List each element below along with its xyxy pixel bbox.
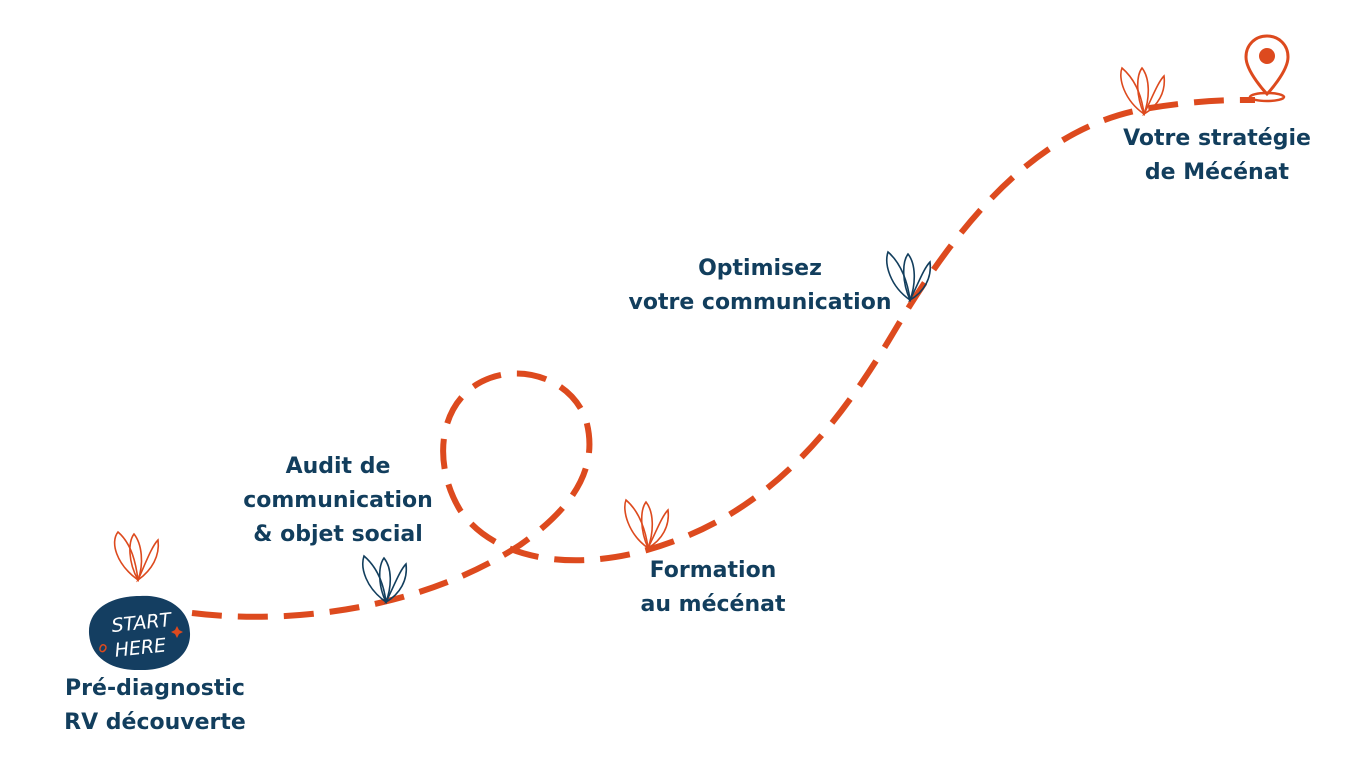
- leaf-sprout-icon: [362, 554, 408, 605]
- step-label-line: Pré-diagnostic: [65, 676, 245, 701]
- start-here-badge: START HERE: [88, 595, 191, 671]
- step-label-audit: Audit de communication & objet social: [228, 450, 448, 552]
- leaf-sprout-icon: [113, 530, 160, 583]
- journey-path: [191, 97, 1256, 620]
- step-label-line: & objet social: [253, 522, 423, 547]
- map-pin-icon: [1244, 34, 1290, 103]
- step-label-line: Optimisez: [698, 256, 822, 281]
- step-label-line: communication: [243, 488, 433, 513]
- step-label-formation: Formation au mécénat: [633, 554, 793, 622]
- start-badge-line2: HERE: [114, 634, 168, 661]
- step-label-line: au mécénat: [640, 592, 786, 617]
- step-label-line: Formation: [649, 558, 777, 583]
- sparkle-icon: [171, 626, 183, 638]
- step-label-optimisez: Optimisez votre communication: [612, 252, 908, 320]
- step-label-line: votre communication: [628, 290, 892, 315]
- step-label-line: RV découverte: [64, 710, 246, 735]
- leaf-sprout-icon: [886, 250, 932, 303]
- leaf-sprout-icon: [624, 498, 670, 551]
- step-label-line: de Mécénat: [1144, 160, 1290, 185]
- swirl-icon: [99, 644, 107, 653]
- step-label-line: Audit de: [285, 454, 391, 479]
- step-label-line: Votre stratégie: [1123, 126, 1311, 151]
- step-label-strategie: Votre stratégie de Mécénat: [1112, 122, 1322, 190]
- leaf-sprout-icon: [1120, 66, 1166, 117]
- step-label-pre-diagnostic: Pré-diagnostic RV découverte: [55, 672, 255, 740]
